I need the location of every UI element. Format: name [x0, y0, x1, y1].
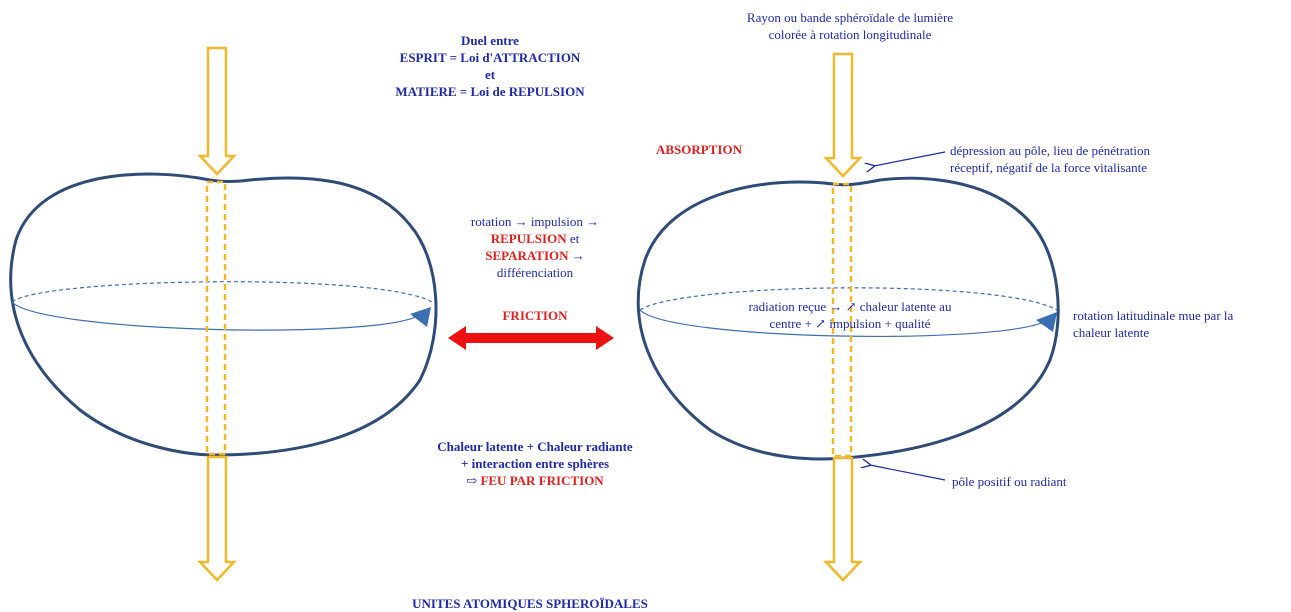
- left-sphere: [9, 172, 438, 457]
- left-ray-inside: [205, 180, 227, 456]
- left-sphere-outline: [9, 172, 438, 457]
- rotation-line4: différenciation: [496, 265, 574, 280]
- separation-arrow: →: [568, 248, 585, 263]
- feu-par-friction: FEU PAR FRICTION: [480, 473, 604, 488]
- duel-title: Duel entre ESPRIT = Loi d'ATTRACTION et …: [340, 32, 640, 100]
- rotation-latitudinale-text: rotation latitudinale mue par la chaleur…: [1073, 307, 1233, 341]
- right-sphere-outline: [636, 176, 1060, 461]
- right-sphere: [636, 176, 1060, 461]
- chaleur-text: Chaleur latente + Chaleur radiante + int…: [390, 438, 680, 489]
- rotation-line1: rotation → impulsion →: [470, 214, 600, 229]
- friction-label: FRICTION: [502, 308, 568, 323]
- duel-title-line2: ESPRIT = Loi d'ATTRACTION: [399, 50, 581, 65]
- depression-label: dépression au pôle, lieu de pénétration …: [950, 142, 1150, 176]
- separation-word: SEPARATION: [485, 248, 569, 263]
- left-ray-arrow-bottom: [197, 455, 237, 582]
- right-ray-inside: [831, 182, 853, 458]
- left-equator-arrowhead: [410, 307, 431, 327]
- chaleur-line2: + interaction entre sphères: [460, 456, 610, 471]
- right-equator-front: [639, 309, 1045, 337]
- left-ray-arrow-top: [197, 46, 237, 176]
- left-equator-front: [11, 301, 419, 331]
- right-equator-back: [639, 287, 1058, 311]
- depression-pointer: [874, 151, 946, 166]
- radiation-line2: centre + ↗ impulsion + qualité: [769, 316, 931, 331]
- duel-title-line1: Duel entre: [461, 33, 519, 48]
- duel-title-line3: et: [484, 67, 496, 82]
- et-word: et: [566, 231, 580, 246]
- chaleur-line3: ⇨ FEU PAR FRICTION: [390, 472, 680, 489]
- depression-line1: dépression au pôle, lieu de pénétration: [950, 143, 1150, 158]
- ray-label-line1: Rayon ou bande sphéroïdale de lumière: [746, 10, 954, 25]
- friction-double-arrow: [448, 326, 614, 350]
- right-equator-arrowhead: [1036, 312, 1057, 332]
- rotation-latitudinale-line2: chaleur latente: [1073, 325, 1150, 340]
- chaleur-line1: Chaleur latente + Chaleur radiante: [437, 439, 633, 454]
- duel-title-line4: MATIERE = Loi de REPULSION: [395, 84, 585, 99]
- right-ray-arrow-bottom: [823, 456, 863, 582]
- rotation-impulsion-text: rotation → impulsion → REPULSION et SEPA…: [430, 213, 640, 281]
- ray-label-line2: colorée à rotation longitudinale: [768, 27, 932, 42]
- ray-label: Rayon ou bande sphéroïdale de lumière co…: [700, 9, 1000, 43]
- rotation-line3: SEPARATION →: [430, 247, 640, 264]
- right-ray-arrow-top: [823, 52, 863, 178]
- pole-positif-label: pôle positif ou radiant: [952, 474, 1067, 489]
- feu-arrow-icon: ⇨: [466, 473, 481, 488]
- radiation-text: radiation reçue → ↗ chaleur latente au c…: [700, 298, 1000, 332]
- left-equator-back: [11, 281, 433, 303]
- absorption-label: ABSORPTION: [656, 142, 742, 157]
- rotation-latitudinale-line1: rotation latitudinale mue par la: [1073, 308, 1234, 323]
- radiation-line1: radiation reçue → ↗ chaleur latente au: [748, 299, 952, 314]
- repulsion-word: REPULSION: [490, 231, 567, 246]
- pole-positif-pointer: [870, 465, 946, 481]
- footer-title: UNITES ATOMIQUES SPHEROÏDALES: [412, 596, 648, 611]
- rotation-line2: REPULSION et: [430, 230, 640, 247]
- depression-line2: réceptif, négatif de la force vitalisant…: [950, 160, 1148, 175]
